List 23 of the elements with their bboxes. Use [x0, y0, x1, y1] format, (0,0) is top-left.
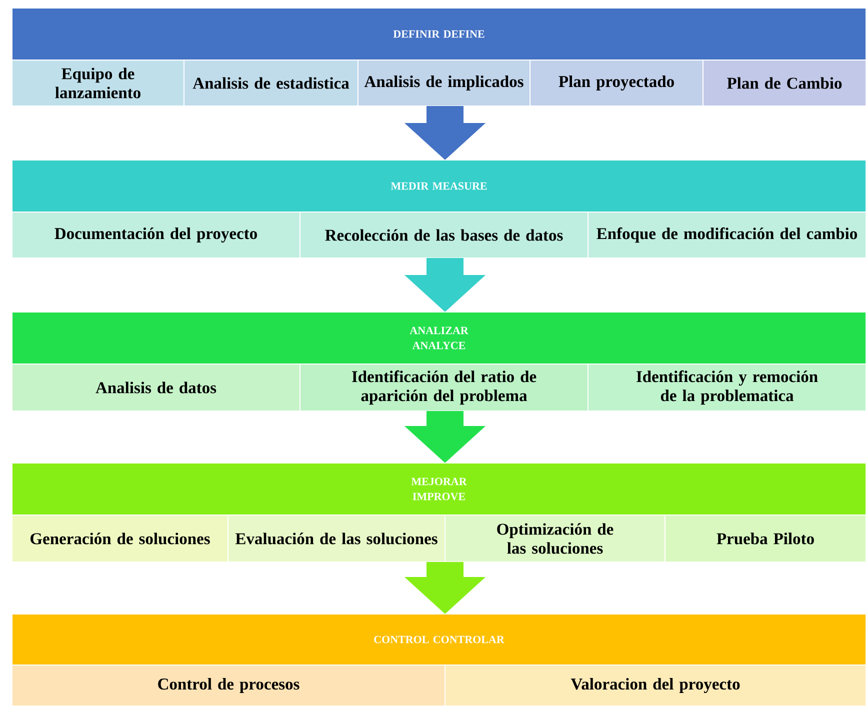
step-cell: Analisis de implicados	[358, 60, 530, 106]
phase-header-band: DEFINIR DEFINE	[12, 8, 866, 60]
step-cell: Analisis de datos	[12, 364, 300, 412]
step-cell: Prueba Piloto	[664, 514, 866, 562]
step-cell: Plan de Cambio	[702, 60, 866, 106]
step-cell: Enfoque de modificación del cambio	[588, 212, 866, 258]
step-cell: Analisis de estadistica	[184, 60, 358, 106]
step-cell: Identificación del ratio de aparición del problema	[300, 364, 588, 412]
phase-header-band: CONTROL CONTROLAR	[12, 614, 866, 666]
phase-header-band: MEJORAR IMPROVE	[12, 462, 866, 516]
step-cell: Control de procesos	[12, 664, 446, 706]
step-cell: Evaluación de las soluciones	[228, 514, 446, 562]
step-cell: Valoracion del proyecto	[444, 664, 866, 706]
node-label: Enfoque de modificación del cambio	[596, 227, 858, 243]
step-cell: Generación de soluciones	[12, 514, 228, 562]
phase-header-band: MEDIR MEASURE	[12, 160, 866, 212]
step-cell: Identificación y remoción de la problematica	[588, 364, 866, 412]
step-cell: Recolección de las bases de datos	[300, 212, 588, 258]
step-cell: Plan proyectado	[530, 60, 704, 106]
step-cell: Equipo de lanzamiento	[12, 60, 184, 106]
step-cell: Optimización de las soluciones	[444, 514, 666, 562]
phase-header-band: ANALIZAR ANALYCE	[12, 312, 866, 364]
step-cell: Documentación del proyecto	[12, 212, 300, 258]
